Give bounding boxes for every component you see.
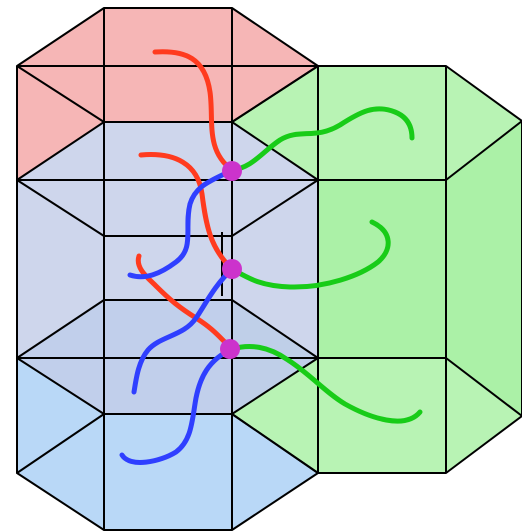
green-curve-top bbox=[229, 106, 415, 173]
blue-region bbox=[17, 358, 318, 530]
junctions bbox=[220, 161, 242, 359]
red-curve-top bbox=[152, 49, 235, 173]
blue-curve-lower bbox=[119, 346, 235, 465]
red-region bbox=[17, 8, 318, 180]
junction-dot-middle bbox=[222, 259, 242, 279]
red-curve-lower bbox=[135, 253, 235, 352]
green-curve-middle bbox=[229, 219, 391, 290]
blue-curve-top bbox=[127, 167, 235, 280]
junction-dot-bottom bbox=[220, 339, 240, 359]
blue-curve-middle bbox=[131, 266, 235, 395]
curves bbox=[119, 49, 423, 465]
green-curve-lower bbox=[229, 344, 423, 424]
junction-dot-top bbox=[222, 161, 242, 181]
red-curve-middle bbox=[138, 152, 235, 272]
green-region-back bbox=[318, 121, 522, 416]
